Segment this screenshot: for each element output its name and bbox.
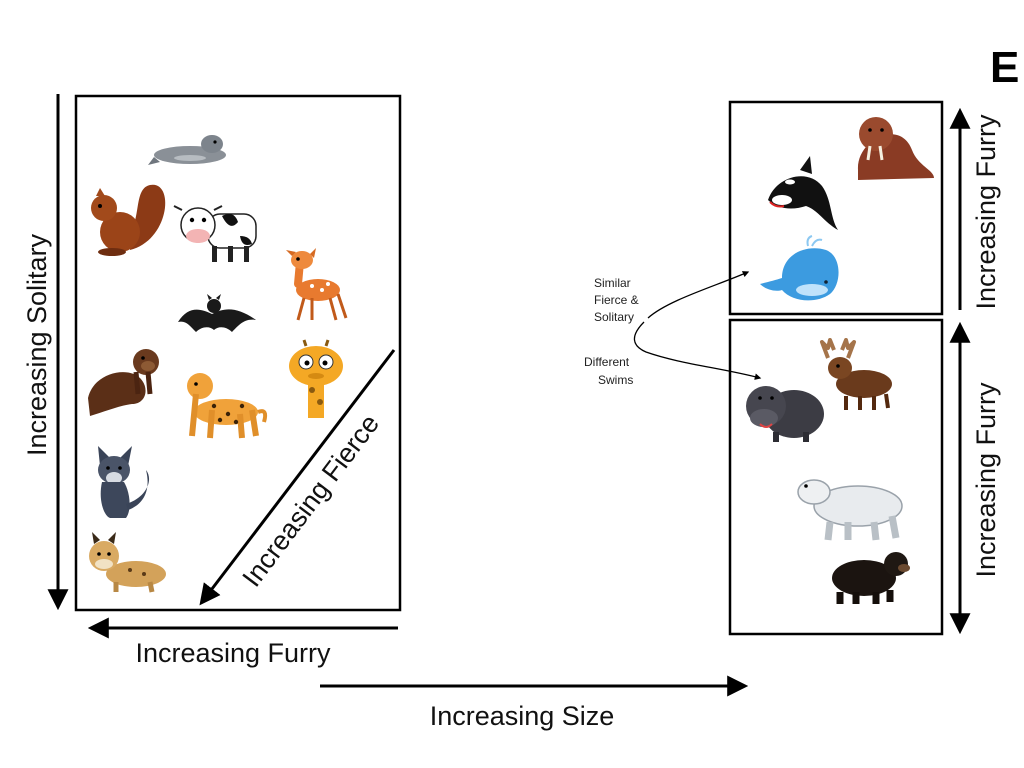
seal-icon <box>148 135 226 165</box>
annotation-line-1: Similar <box>594 276 631 290</box>
deer-icon <box>286 248 348 321</box>
panel-label: E <box>990 43 1019 92</box>
fierce-axis-label: Increasing Fierce <box>237 409 386 592</box>
polar-bear-icon <box>797 479 903 541</box>
annotation-line-3: Solitary <box>594 310 634 324</box>
leopard-icon <box>187 373 268 439</box>
annotation-line-2: Fierce & <box>594 293 639 307</box>
annotation-line-4: Different <box>584 355 630 369</box>
fierce-axis-arrow <box>199 349 396 606</box>
lynx-icon <box>89 532 166 593</box>
giraffe-icon <box>289 339 343 418</box>
bat-icon <box>178 294 256 332</box>
walrus-icon <box>857 117 934 180</box>
wolf-icon <box>98 446 150 518</box>
left-furry-axis-label: Increasing Furry <box>135 638 331 668</box>
orca-icon <box>768 156 838 230</box>
size-axis-label: Increasing Size <box>430 701 615 731</box>
cow-icon <box>173 205 257 262</box>
annotation-arrow-to-hippo <box>633 321 762 380</box>
solitary-axis-label: Increasing Solitary <box>22 233 52 456</box>
right-bottom-box <box>728 318 944 636</box>
annotation-arrow-to-whale <box>647 271 750 319</box>
whale-icon <box>760 235 839 301</box>
squirrel-icon <box>91 184 166 256</box>
right-top-box <box>728 100 944 316</box>
hippo-icon <box>746 386 824 442</box>
otter-icon <box>88 349 159 416</box>
right-bottom-furry-label: Increasing Furry <box>971 382 1001 578</box>
right-top-furry-label: Increasing Furry <box>971 114 1001 310</box>
left-panel-box <box>74 94 402 612</box>
annotation-line-5: Swims <box>598 373 633 387</box>
black-bear-icon <box>832 552 910 604</box>
moose-icon <box>820 338 892 410</box>
